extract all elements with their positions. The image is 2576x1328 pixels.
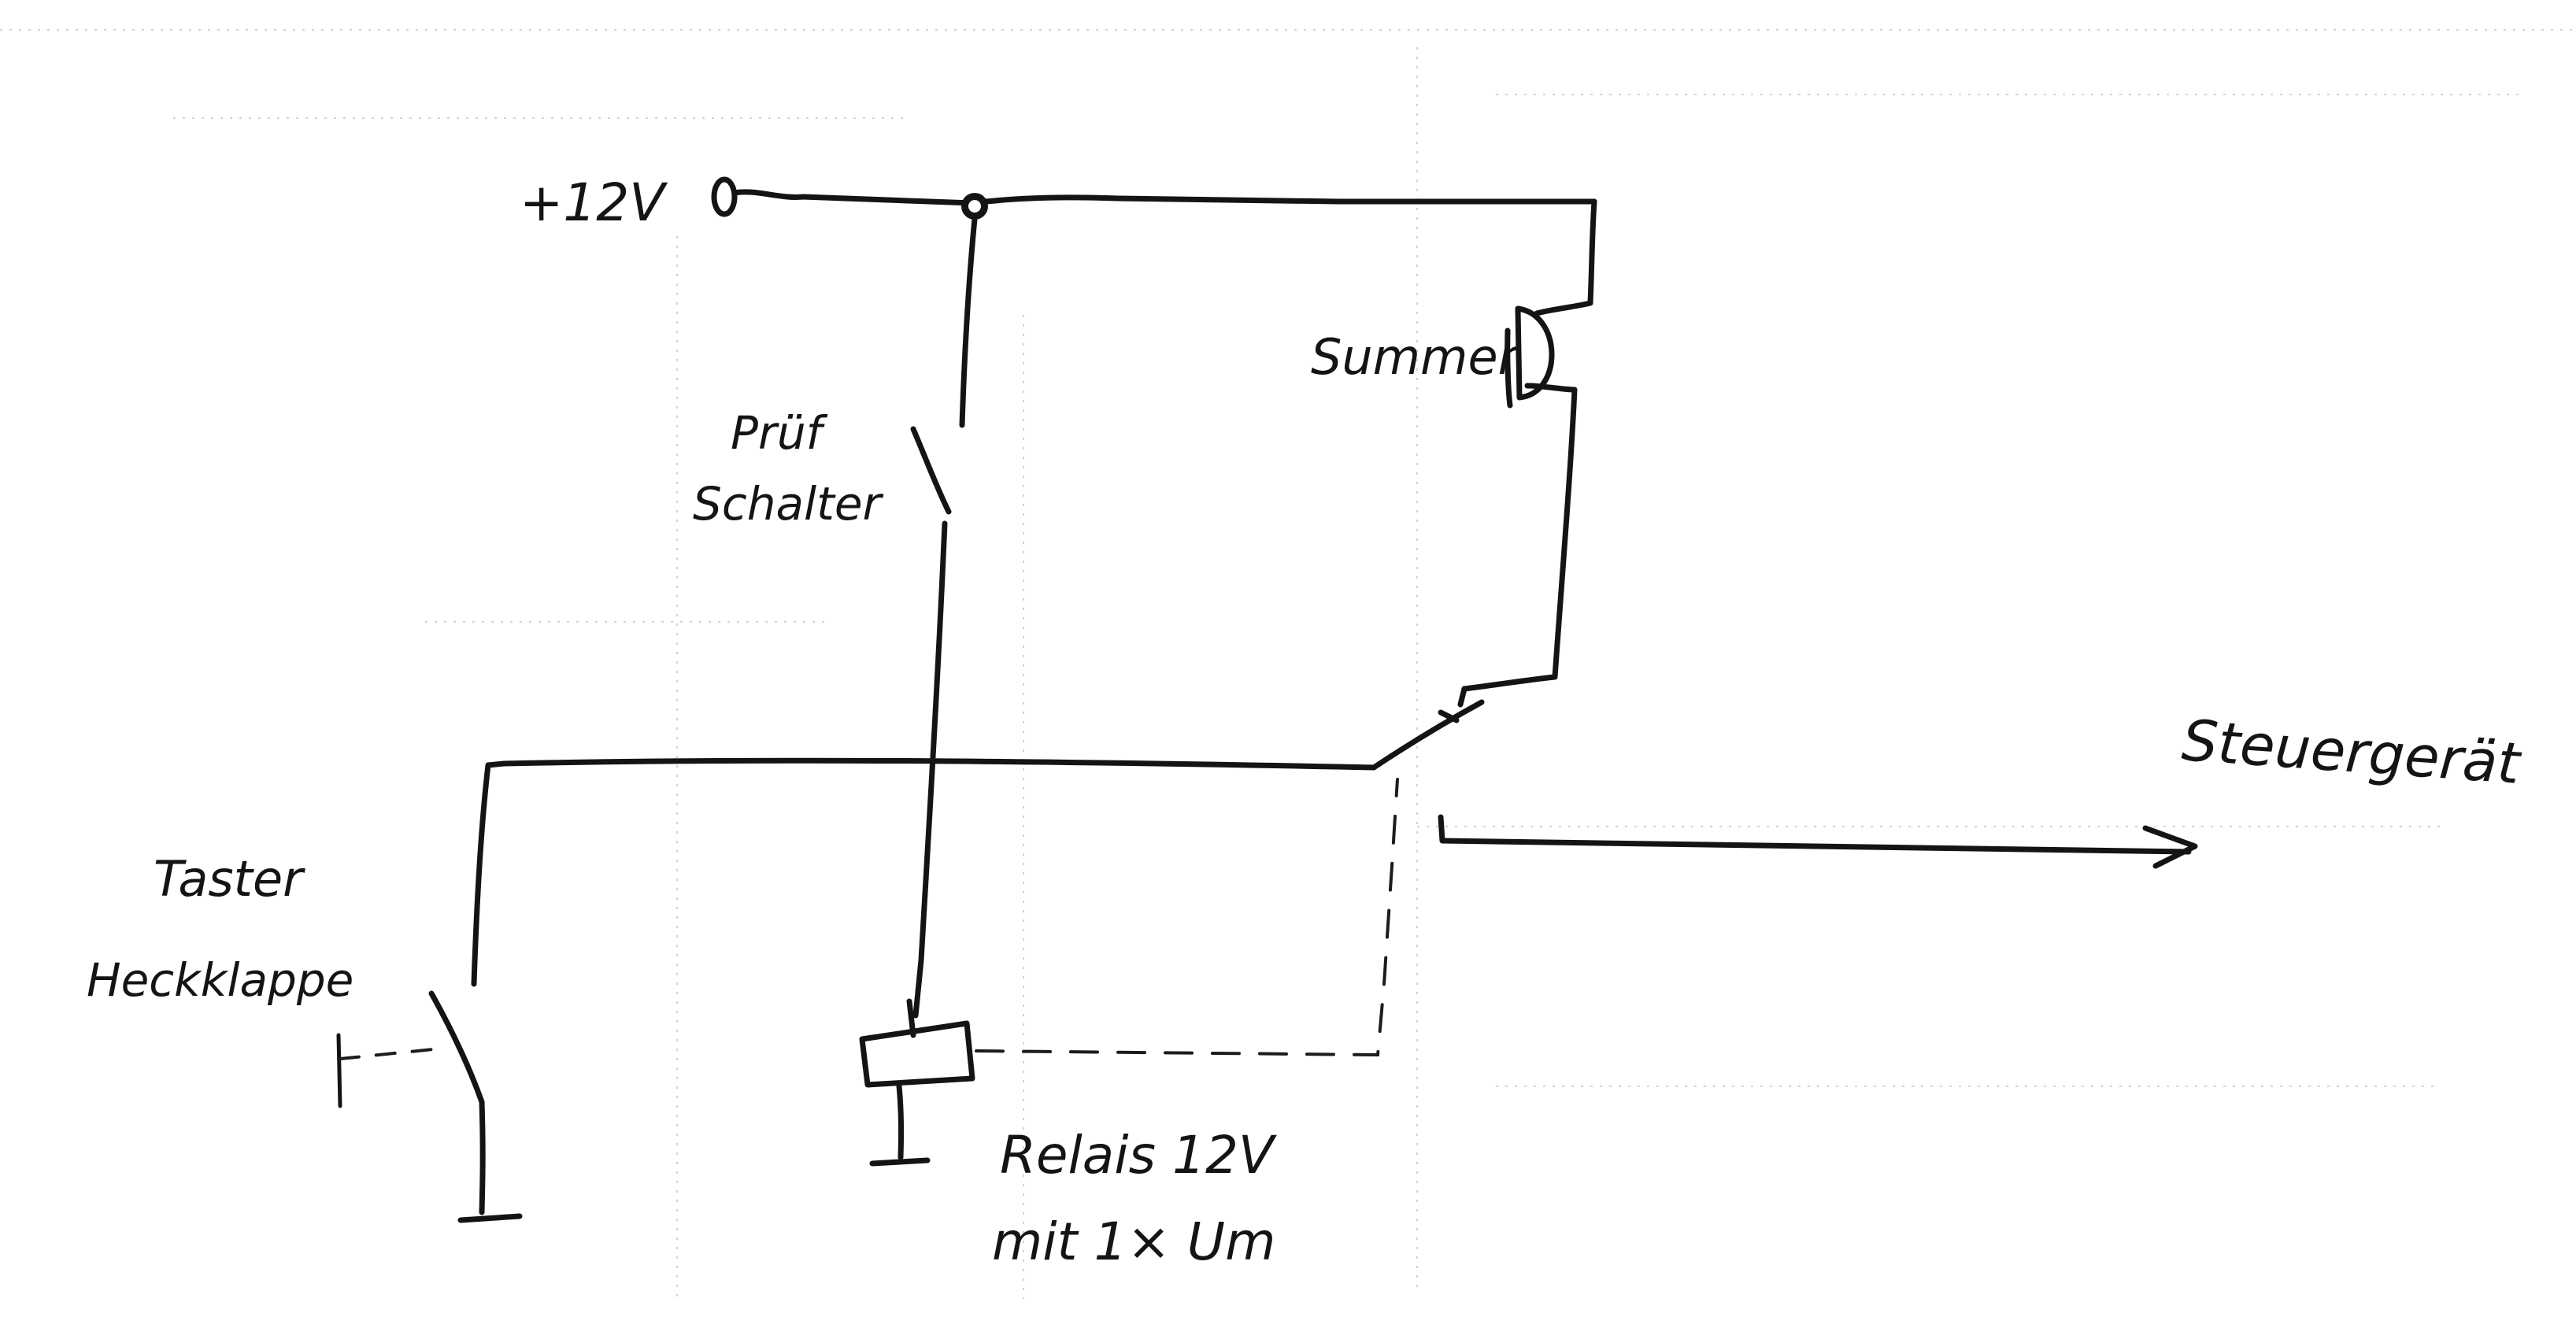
ground-symbol-left xyxy=(457,1213,523,1223)
buzzer-label: Summer xyxy=(1311,328,1521,386)
button-ground-lead xyxy=(479,1099,486,1215)
supply-rail xyxy=(731,189,1597,206)
relay-mechanical-linkage xyxy=(975,778,1399,1057)
relay-coil-icon xyxy=(859,998,975,1088)
relay-label-line1: Relais 12V xyxy=(1000,1125,1277,1186)
tailgate-button-icon xyxy=(336,990,485,1108)
test-switch-label-line1: Prüf xyxy=(731,406,828,460)
supply-terminal xyxy=(711,176,738,217)
control-unit-label: Steuergerät xyxy=(2180,707,2524,797)
paper-traces xyxy=(0,29,2576,1299)
buzzer-upper-lead xyxy=(1534,198,1597,316)
button-label-line2: Heckklappe xyxy=(87,953,353,1007)
junction-dot xyxy=(961,193,988,220)
relay-label-line2: mit 1× Um xyxy=(992,1211,1275,1272)
output-arrow-head xyxy=(2142,825,2198,869)
output-lead xyxy=(1438,814,2192,855)
test-switch-upper-lead xyxy=(959,216,978,428)
relay-ground-lead xyxy=(896,1083,905,1160)
relay-changeover-contact xyxy=(1371,686,1485,771)
common-line xyxy=(471,757,1377,987)
test-switch-label-line2: Schalter xyxy=(693,477,884,531)
buzzer-icon xyxy=(1505,305,1555,409)
button-label-line1: Taster xyxy=(154,850,305,908)
test-switch-blade xyxy=(910,426,952,515)
test-switch-lower-lead xyxy=(912,520,948,1019)
buzzer-lower-lead xyxy=(1461,383,1578,692)
ground-symbol-relay xyxy=(869,1157,931,1167)
supply-label: +12V xyxy=(520,172,668,233)
